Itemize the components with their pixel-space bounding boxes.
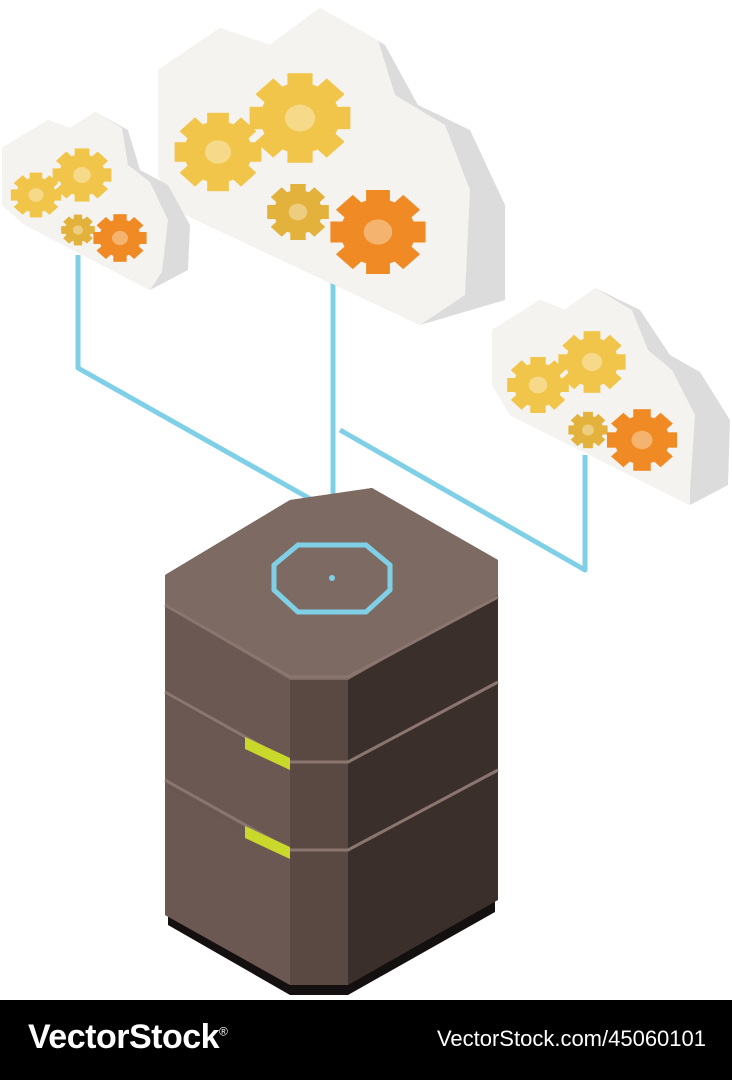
gear-icon	[61, 214, 95, 246]
cloud-gears-icon	[492, 288, 730, 505]
gear-icon	[558, 331, 626, 393]
gear-icon	[249, 73, 351, 163]
gear-icon	[174, 112, 262, 192]
brand-logo: VectorStock®	[28, 1018, 228, 1056]
gear-icon	[568, 411, 608, 449]
image-id-text: VectorStock.com/45060101	[436, 1026, 706, 1051]
cloud-gears-icon	[2, 112, 190, 290]
gear-icon	[330, 190, 426, 274]
cloud-gears-icon	[158, 8, 505, 325]
gear-icon	[52, 148, 112, 202]
status-light	[245, 737, 290, 770]
octagon-port	[271, 542, 393, 615]
cloud-server-illustration	[2, 8, 730, 995]
database-server-icon	[164, 488, 499, 995]
gear-icon	[267, 184, 329, 240]
gear-icon	[93, 214, 147, 262]
gear-icon	[607, 409, 677, 471]
status-light	[245, 826, 290, 859]
watermark-footer: VectorStock® VectorStock.com/45060101	[0, 1000, 732, 1080]
